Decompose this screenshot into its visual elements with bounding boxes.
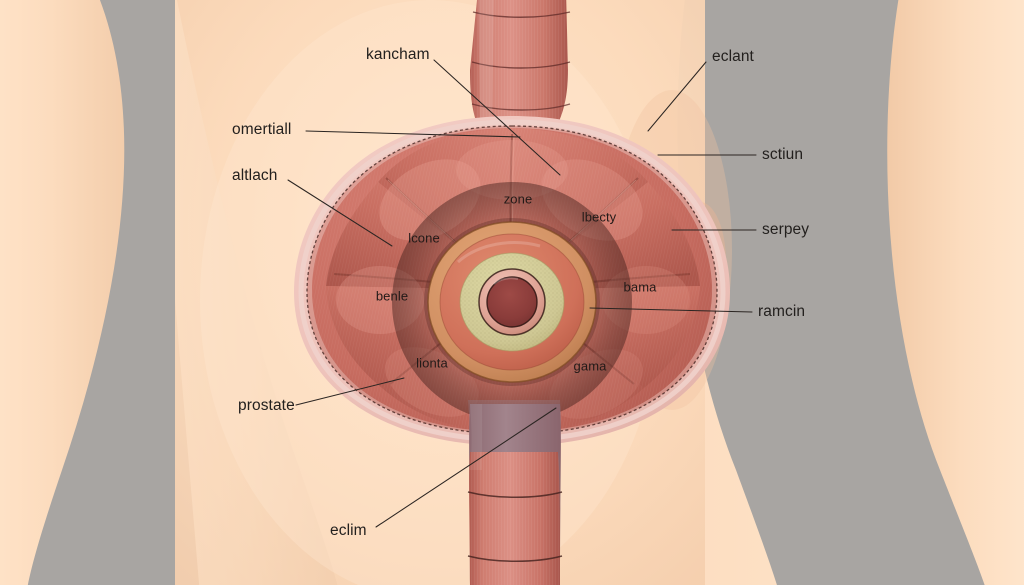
label-altlach: altlach xyxy=(232,167,278,184)
leader-lines xyxy=(287,59,757,528)
label-eclim: eclim xyxy=(330,522,367,539)
left-arm-silhouette xyxy=(0,0,125,585)
lower-tube xyxy=(467,404,563,585)
upper-tube xyxy=(470,0,571,140)
label-prostate: prostate xyxy=(238,397,295,414)
label-omertiall: omertiall xyxy=(232,121,292,138)
label-ramcin: ramcin xyxy=(758,303,806,320)
lumen xyxy=(487,277,537,327)
label-lionta: lionta xyxy=(416,355,448,371)
label-zone: zone xyxy=(503,191,533,207)
label-eclant: eclant xyxy=(712,48,754,65)
central-cross-section xyxy=(424,218,600,386)
label-kancham: kancham xyxy=(366,46,430,63)
label-bama: bama xyxy=(623,279,657,295)
label-serpey: serpey xyxy=(762,221,810,238)
label-gama: gama xyxy=(573,358,607,374)
label-benle: benle xyxy=(375,288,409,304)
label-lcone: lcone xyxy=(408,230,440,246)
torso-left-shade xyxy=(175,0,338,585)
right-arm-silhouette xyxy=(887,0,1024,585)
label-sctiun: sctiun xyxy=(762,146,804,163)
label-lbecty: lbecty xyxy=(581,209,617,225)
